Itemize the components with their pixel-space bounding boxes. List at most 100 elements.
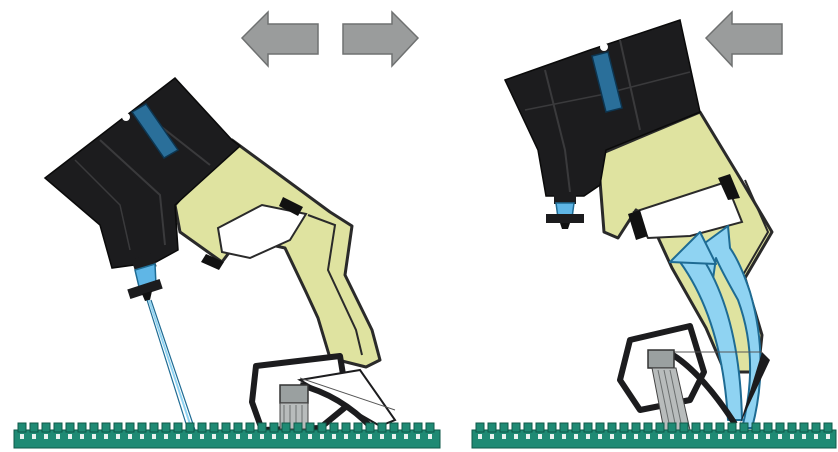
rail-slot bbox=[550, 434, 554, 439]
rail-tooth bbox=[583, 422, 593, 433]
left-nozzle bbox=[127, 252, 163, 301]
rail-tooth bbox=[487, 422, 497, 433]
rail-slot bbox=[478, 434, 482, 439]
rail-tooth bbox=[667, 422, 677, 433]
rail-tooth bbox=[703, 422, 713, 433]
rail-slot bbox=[248, 434, 252, 439]
rail-slot bbox=[188, 434, 192, 439]
rail-tooth bbox=[341, 422, 351, 433]
rail-tooth bbox=[173, 422, 183, 433]
rail-tooth bbox=[643, 422, 653, 433]
left-panel bbox=[43, 76, 397, 433]
rail-slot bbox=[766, 434, 770, 439]
rail-tooth bbox=[137, 422, 147, 433]
rail-slot bbox=[742, 434, 746, 439]
rail-tooth bbox=[715, 422, 725, 433]
left-insert-dot bbox=[122, 113, 130, 121]
rail-slot bbox=[718, 434, 722, 439]
right-window-bar-top bbox=[718, 174, 740, 200]
rail-tooth bbox=[727, 422, 737, 433]
arrow-right-icon bbox=[342, 10, 420, 68]
rail-tooth bbox=[823, 422, 833, 433]
rail-slot bbox=[538, 434, 542, 439]
arrow-left-icon bbox=[704, 10, 783, 68]
rail-slot bbox=[380, 434, 384, 439]
rail-slot bbox=[68, 434, 72, 439]
rail-slot bbox=[80, 434, 84, 439]
rail-tooth bbox=[149, 422, 159, 433]
rail-slot bbox=[526, 434, 530, 439]
rail-slot bbox=[730, 434, 734, 439]
rail-slot bbox=[502, 434, 506, 439]
rail-tooth bbox=[799, 422, 809, 433]
rail-tooth bbox=[365, 422, 375, 433]
left-spray-stream bbox=[146, 299, 196, 431]
rail-slot bbox=[622, 434, 626, 439]
rail-tooth bbox=[389, 422, 399, 433]
rail-slot bbox=[212, 434, 216, 439]
rail-tooth bbox=[523, 422, 533, 433]
right-head-seam-1 bbox=[544, 69, 571, 193]
rail-tooth bbox=[125, 422, 135, 433]
rail-tooth bbox=[233, 422, 243, 433]
rail-tooth bbox=[499, 422, 509, 433]
left-window-bar-bottom bbox=[201, 254, 224, 270]
rail-slot bbox=[164, 434, 168, 439]
left-toothed-rail bbox=[13, 422, 441, 449]
rail-tooth bbox=[787, 422, 797, 433]
right-toothed-rail bbox=[471, 422, 837, 449]
left-head-seam-3 bbox=[74, 159, 131, 251]
rail-tooth bbox=[511, 422, 521, 433]
rail-tooth bbox=[559, 422, 569, 433]
rail-tooth bbox=[425, 422, 435, 433]
rail-slot bbox=[152, 434, 156, 439]
rail-slot bbox=[598, 434, 602, 439]
rail-tooth bbox=[29, 422, 39, 433]
left-arm-window bbox=[216, 203, 308, 260]
rail-slot bbox=[694, 434, 698, 439]
right-blue-insert bbox=[591, 51, 623, 113]
rail-tooth bbox=[595, 422, 605, 433]
rail-tooth bbox=[65, 422, 75, 433]
right-head-body bbox=[503, 19, 701, 197]
rail-slot bbox=[826, 434, 830, 439]
rail-tooth bbox=[317, 422, 327, 433]
rail-slot bbox=[428, 434, 432, 439]
right-window-bar-bottom bbox=[628, 210, 648, 240]
rail-tooth bbox=[329, 422, 339, 433]
rail-slot bbox=[646, 434, 650, 439]
rail-slot bbox=[814, 434, 818, 439]
rail-tooth bbox=[739, 422, 749, 433]
rail-slot bbox=[404, 434, 408, 439]
rail-slot bbox=[200, 434, 204, 439]
rail-slot bbox=[706, 434, 710, 439]
rail-slot bbox=[284, 434, 288, 439]
rail-tooth bbox=[113, 422, 123, 433]
left-arm-neck bbox=[307, 214, 363, 356]
right-nozzle bbox=[546, 192, 584, 229]
right-head-seam-2 bbox=[619, 39, 641, 131]
right-spray-jet bbox=[669, 225, 762, 429]
rail-slot bbox=[658, 434, 662, 439]
rail-tooth bbox=[619, 422, 629, 433]
rail-tooth bbox=[221, 422, 231, 433]
rail-tooth bbox=[413, 422, 423, 433]
rail-slot bbox=[682, 434, 686, 439]
rail-tooth bbox=[377, 422, 387, 433]
rail-slot bbox=[790, 434, 794, 439]
rail-tooth bbox=[161, 422, 171, 433]
rail-slot bbox=[368, 434, 372, 439]
rail-slot bbox=[392, 434, 396, 439]
right-panel bbox=[503, 19, 774, 431]
rail-slot bbox=[416, 434, 420, 439]
rail-slot bbox=[116, 434, 120, 439]
arrow-left-icon bbox=[240, 10, 319, 68]
rail-slot bbox=[236, 434, 240, 439]
right-head-seam-3 bbox=[524, 71, 691, 111]
rail-tooth bbox=[269, 422, 279, 433]
rail-tooth bbox=[353, 422, 363, 433]
rail-slot bbox=[92, 434, 96, 439]
rail-slot bbox=[128, 434, 132, 439]
rail-tooth bbox=[775, 422, 785, 433]
